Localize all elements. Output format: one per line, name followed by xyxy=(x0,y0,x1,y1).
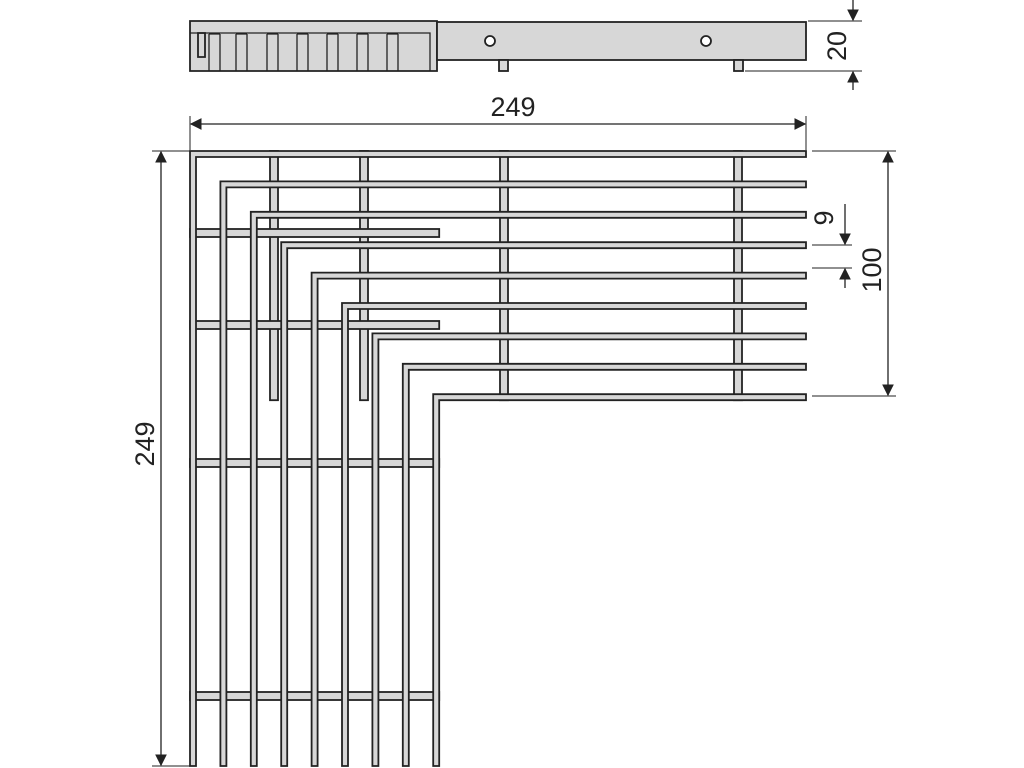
l-wire-9 xyxy=(432,393,807,767)
comb-slots xyxy=(190,32,431,71)
depth-dimension-label: 100 xyxy=(857,247,887,292)
spacing-dimension-label: 9 xyxy=(809,210,839,225)
side-dimension-label: 249 xyxy=(130,421,160,466)
comb-slot-6 xyxy=(356,33,369,71)
side-view-hole-left xyxy=(484,35,496,47)
side-view-hole-right xyxy=(700,35,712,47)
l-wire-3 xyxy=(249,210,807,767)
comb-slot-4 xyxy=(296,33,309,71)
width-dimension-label: 249 xyxy=(490,92,535,122)
vertical-cross-bar-1 xyxy=(269,150,279,402)
l-wire-4 xyxy=(280,241,807,767)
side-view-comb-section xyxy=(189,20,438,72)
comb-slot-7 xyxy=(386,33,399,71)
comb-slot-3 xyxy=(266,33,279,71)
height-dimension-label: 20 xyxy=(822,31,852,61)
side-view-peg-right xyxy=(733,59,744,72)
l-wire-5 xyxy=(310,271,807,767)
top-width-dimension: 249 xyxy=(189,92,807,150)
comb-inner-outline xyxy=(190,32,431,71)
l-wire-7 xyxy=(371,332,807,767)
horizontal-cross-bar-1 xyxy=(189,228,441,238)
l-wire-8 xyxy=(401,362,807,767)
side-elevation-view: 20 xyxy=(189,0,862,90)
comb-slot-1 xyxy=(208,33,221,71)
depth-dimension: 100 xyxy=(812,150,896,397)
comb-slot-2 xyxy=(235,33,248,71)
l-wire-1 xyxy=(189,150,807,767)
side-view-peg-left xyxy=(498,59,509,72)
comb-slot-5 xyxy=(326,33,339,71)
side-view-plate xyxy=(436,21,807,61)
wire-shelf-plan-view xyxy=(189,150,807,767)
side-height-dimension: 249 xyxy=(130,150,190,767)
spacing-dimension: 9 xyxy=(809,204,852,288)
l-wire-2 xyxy=(219,180,807,767)
l-wire-6 xyxy=(341,302,807,767)
